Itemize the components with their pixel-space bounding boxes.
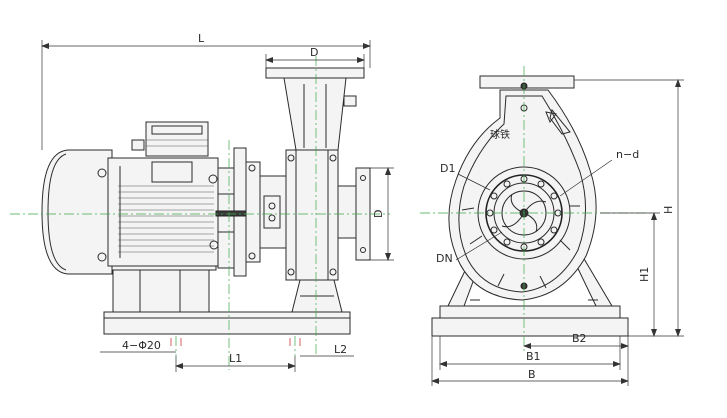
bracket xyxy=(245,161,287,263)
dim-H1: H1 xyxy=(600,212,660,337)
dim-D-suction: D xyxy=(370,167,394,261)
dim-B1: B1 xyxy=(439,336,621,370)
label-B1: B1 xyxy=(526,350,541,363)
terminal-box xyxy=(131,121,209,157)
label-B: B xyxy=(528,368,536,381)
motor-feet xyxy=(111,261,217,313)
label-L2: L2 xyxy=(334,343,347,356)
dim-holes: 4−Φ20 xyxy=(100,339,176,353)
dim-L1: L1 xyxy=(175,352,296,372)
label-D-outlet: D xyxy=(310,46,318,59)
volute-casing xyxy=(448,89,597,301)
label-D1: D1 xyxy=(440,162,455,175)
label-L1: L1 xyxy=(229,352,242,365)
label-D-suction: D xyxy=(372,210,385,218)
front-base xyxy=(431,305,629,337)
dim-L2: L2 xyxy=(300,343,354,357)
impeller-vanes xyxy=(501,193,547,233)
label-B2: B2 xyxy=(572,332,587,345)
dim-L: L xyxy=(41,32,371,150)
dim-B2: B2 xyxy=(523,320,629,350)
front-outlet-flange xyxy=(479,75,575,112)
rotation-arrow-icon xyxy=(545,108,571,135)
dim-D-outlet: D xyxy=(265,46,365,68)
leader-n-d: n−d xyxy=(559,148,639,197)
mounting-hole-markers xyxy=(170,338,301,346)
label-n-d: n−d xyxy=(616,148,639,161)
brand-marking: 球铁 xyxy=(490,128,510,141)
dim-B: B xyxy=(431,336,629,386)
motor-end-cap xyxy=(41,149,113,275)
outlet-pipe xyxy=(265,67,365,151)
label-DN: DN xyxy=(436,252,453,265)
pump-foot xyxy=(291,279,343,313)
label-H1: H1 xyxy=(638,267,651,282)
pump-casing xyxy=(285,149,357,281)
label-L: L xyxy=(198,32,205,45)
side-view: L D D 4−Φ20 L1 xyxy=(10,32,394,372)
front-view: 球铁 xyxy=(420,66,684,386)
motor-body xyxy=(97,157,219,267)
label-H: H xyxy=(662,206,675,214)
label-holes: 4−Φ20 xyxy=(122,339,161,352)
leader-D1: D1 xyxy=(440,162,491,191)
base-plate xyxy=(103,311,351,335)
leader-DN: DN xyxy=(436,231,503,265)
